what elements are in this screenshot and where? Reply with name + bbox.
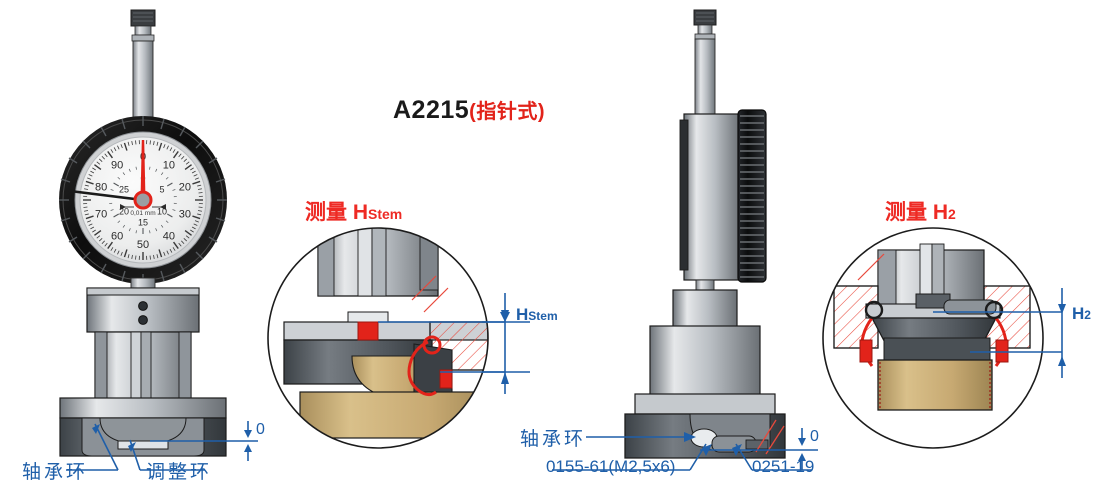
right-detail-subscript: 2 [948, 206, 956, 222]
title-paren-open: ( [469, 101, 477, 123]
dial-inner-number: 15 [138, 218, 148, 228]
knurled-bezel-side [737, 109, 767, 283]
dial-outer-number: 80 [95, 181, 107, 193]
dial-outer-number: 70 [95, 209, 107, 221]
right-zero-label: 0 [810, 428, 819, 445]
h2-symbol: H [1072, 304, 1085, 323]
left-zero-label: 0 [256, 421, 265, 438]
dial-outer-number: 10 [163, 159, 175, 171]
right-gauge-assembly [624, 9, 786, 459]
right-detail-symbol: H [932, 201, 949, 224]
bezel-knurl [59, 116, 227, 284]
annotation-lines-right [552, 288, 1063, 471]
adjustment-ring-left [117, 440, 169, 450]
annotation-arrows-left [92, 310, 510, 452]
right-detail-title: 测量 H2 [885, 196, 956, 226]
title-paren-close: ) [537, 101, 546, 123]
page-title: A2215(指针式) [393, 95, 545, 125]
red-oring-left [407, 340, 437, 397]
title-chinese: 指针式 [476, 101, 538, 123]
red-seat-left [357, 321, 379, 341]
detail-circle-outline-left [267, 227, 489, 449]
hstem-symbol: H [516, 305, 529, 324]
callout-bearing-ring-left: 轴承环 [22, 462, 89, 483]
dial-outer-number: 50 [137, 239, 149, 251]
annotation-arrows-right [684, 304, 1066, 461]
callout-ring-part: 0251-19 [752, 457, 815, 476]
h2-dimension-label: H2 [1072, 304, 1091, 324]
right-detail-circle [822, 227, 1044, 449]
detail-circle-outline-right [822, 227, 1044, 449]
dial-unit-text: 0,01 mm [130, 210, 155, 217]
dial-unit-marks [120, 204, 166, 210]
dial-inner-number: 5 [160, 185, 165, 195]
left-detail-subscript: Stem [368, 206, 403, 222]
dial-outer-number: 90 [111, 159, 123, 171]
dial-outer-number: 30 [179, 209, 191, 221]
dial-inner-number: 10 [157, 207, 167, 217]
left-detail-title: 测量 HStem [305, 196, 402, 226]
dial-large-pointer [68, 189, 145, 202]
hstem-subscript: Stem [528, 309, 558, 323]
callout-adjustment-ring-left: 调整环 [146, 462, 213, 483]
dial-outer-number: 60 [111, 231, 123, 243]
dial-hub [133, 190, 153, 210]
title-model: A2215 [393, 96, 470, 124]
left-detail-prefix: 测量 [305, 201, 353, 224]
brass-base-right [877, 359, 993, 411]
dial-inner-number: 20 [119, 207, 129, 217]
callout-bearing-ring-right: 轴承环 [520, 429, 587, 450]
callout-screw-part: 0155-61(M2,5x6) [546, 457, 676, 476]
gauge-body-side [683, 113, 741, 281]
dial-inner-number: 25 [119, 185, 129, 195]
left-detail-symbol: H [352, 201, 369, 224]
dial-outer-number: 20 [179, 181, 191, 193]
base-flange [59, 397, 227, 419]
hstem-dimension-label: HStem [516, 305, 558, 325]
dial-outer-number: 40 [163, 231, 175, 243]
right-detail-prefix: 测量 [885, 201, 933, 224]
dial-red-pointer [140, 140, 146, 200]
h2-subscript: 2 [1084, 308, 1091, 322]
left-detail-circle [267, 227, 489, 449]
